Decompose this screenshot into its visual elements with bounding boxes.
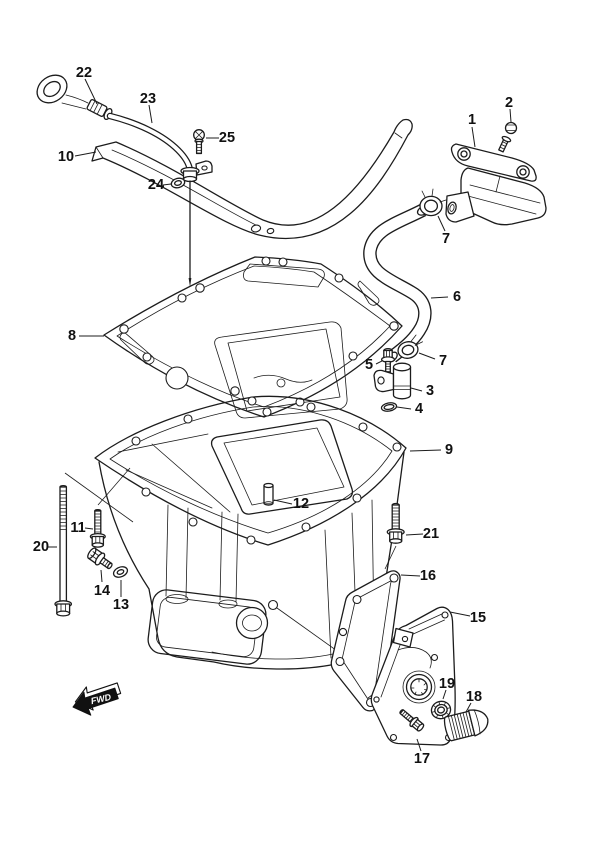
- callout-leader-lines: [48, 78, 512, 752]
- part-22-dipstick-handle: [36, 74, 113, 121]
- part-25-bolt: [193, 129, 205, 155]
- callout-17: 17: [414, 751, 430, 767]
- callout-25: 25: [219, 130, 235, 146]
- part-20-long-bolt: [54, 484, 73, 617]
- callout-3: 3: [426, 383, 434, 399]
- part-13-gasket-washer: [112, 566, 129, 578]
- part-7-hose-clamp-lower: [397, 334, 424, 359]
- callout-19: 19: [439, 676, 455, 692]
- part-23-dipstick-guide: [106, 112, 213, 287]
- callout-20: 20: [33, 539, 49, 555]
- part-8-oil-pan-gasket: [103, 256, 403, 419]
- callout-23: 23: [140, 91, 156, 107]
- part-4-o-ring: [380, 402, 398, 412]
- part-10-bracket: [91, 118, 413, 240]
- part-3-joint-pipe: [373, 362, 412, 400]
- part-1-connector-bracket: [445, 143, 547, 226]
- callout-10: 10: [58, 149, 74, 165]
- callout-7b: 7: [439, 353, 447, 369]
- callout-24: 24: [148, 177, 164, 193]
- callout-22: 22: [76, 65, 92, 81]
- part-6-water-hose: [363, 203, 432, 363]
- part-21-bolt: [386, 502, 405, 544]
- part-11-bolt: [89, 509, 106, 548]
- callout-8: 8: [68, 328, 76, 344]
- part-12-pin: [263, 482, 274, 506]
- part-7-hose-clamp-upper: [419, 188, 447, 217]
- part-18-drain-plug: [443, 709, 489, 742]
- callout-9: 9: [445, 442, 453, 458]
- part-5-bolt: [380, 348, 396, 374]
- callout-14: 14: [94, 583, 110, 599]
- callout-1: 1: [468, 112, 476, 128]
- part-24-seal: [170, 177, 186, 189]
- part-19-plug-gasket: [430, 700, 452, 720]
- part-9-oil-pan: [94, 395, 407, 670]
- callout-15: 15: [470, 610, 486, 626]
- callout-4: 4: [415, 401, 423, 417]
- callout-7a: 7: [442, 231, 450, 247]
- callout-11: 11: [70, 520, 85, 536]
- fwd-label: FWD: [90, 692, 113, 706]
- callout-6: 6: [453, 289, 461, 305]
- part-2-bolt: [498, 121, 518, 153]
- callout-labels: 1 2 3 4 5 6 7 7 8 9 10 11 12 13 14 15 16…: [33, 65, 513, 767]
- callout-21: 21: [423, 526, 439, 542]
- callout-2: 2: [505, 95, 513, 111]
- callout-16: 16: [420, 568, 436, 584]
- callout-18: 18: [466, 689, 482, 705]
- callout-12: 12: [293, 496, 309, 512]
- callout-5: 5: [365, 357, 373, 373]
- part-14-plug-bolt: [87, 547, 113, 570]
- part-17-bolt: [399, 709, 425, 732]
- fwd-direction-arrow: FWD: [72, 682, 122, 716]
- callout-13: 13: [113, 597, 129, 613]
